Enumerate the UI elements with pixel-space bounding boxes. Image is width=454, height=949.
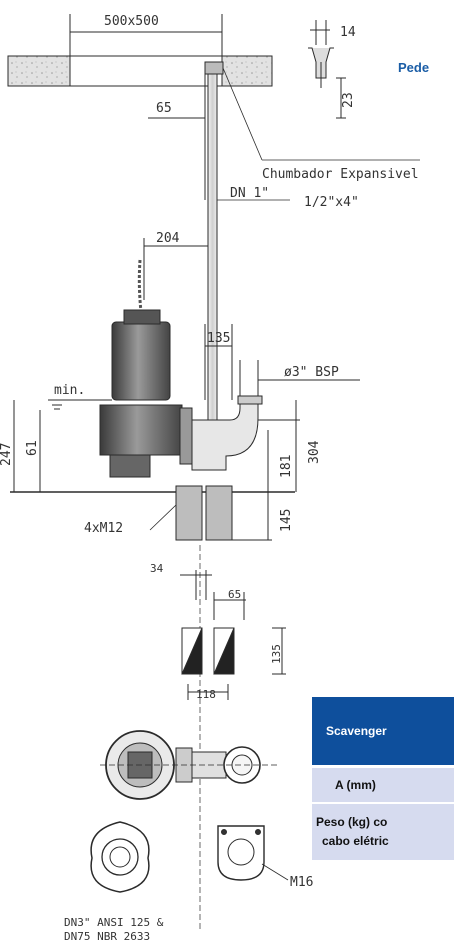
header-partial-title: Pede <box>398 60 429 75</box>
dim-cable-offset: 204 <box>156 231 180 246</box>
table-row-weight-label-2: cabo elétric <box>322 834 389 848</box>
concrete-slab-right <box>221 55 273 87</box>
dim-total-height: 247 <box>0 443 14 466</box>
dim-foot-height: 181 <box>279 455 294 478</box>
label-pipe-dn: DN 1" <box>230 186 269 201</box>
dim-rail-width: 65 <box>228 588 241 601</box>
discharge-elbow <box>191 399 259 471</box>
dim-discharge-offset: 135 <box>207 331 230 346</box>
guide-pipe <box>207 73 218 455</box>
label-discharge-size: ø3" BSP <box>284 365 339 380</box>
dim-offset-top: 65 <box>156 101 172 116</box>
table-header: Scavenger <box>312 697 454 765</box>
label-flange-spec-2: DN75 NBR 2633 <box>64 930 150 943</box>
label-min-level: min. <box>54 383 85 398</box>
label-flange-spec-1: DN3" ANSI 125 & <box>64 916 164 929</box>
dim-base-height: 145 <box>279 509 294 532</box>
base-foot-left <box>175 485 203 541</box>
dim-min-level: 61 <box>25 440 40 456</box>
table-row: Peso (kg) co cabo elétric <box>312 804 454 860</box>
label-flange-bolt: M16 <box>290 875 313 890</box>
dim-rail-gap: 34 <box>150 562 164 575</box>
table-row-weight-label-1: Peso (kg) co <box>316 815 388 829</box>
table-row: A (mm) <box>312 768 454 802</box>
dim-rail-span: 118 <box>196 688 216 701</box>
base-foot-right <box>205 485 233 541</box>
label-anchor: Chumbador Expansivel <box>262 167 419 182</box>
label-anchor-size: 1/2"x4" <box>304 195 359 210</box>
dim-bolt-width: 14 <box>340 25 356 40</box>
dim-pit-opening: 500x500 <box>104 14 159 29</box>
label-foot-bolts: 4xM12 <box>84 521 123 536</box>
concrete-slab-left <box>7 55 71 87</box>
pump-volute <box>99 404 183 456</box>
table-header-label: Scavenger <box>326 724 387 738</box>
dim-bolt-height: 23 <box>341 92 356 108</box>
pump-motor <box>111 321 171 401</box>
dim-outlet-height: 304 <box>307 440 322 464</box>
table-row-a-label: A (mm) <box>335 778 376 792</box>
dim-rail-height: 135 <box>270 644 283 664</box>
